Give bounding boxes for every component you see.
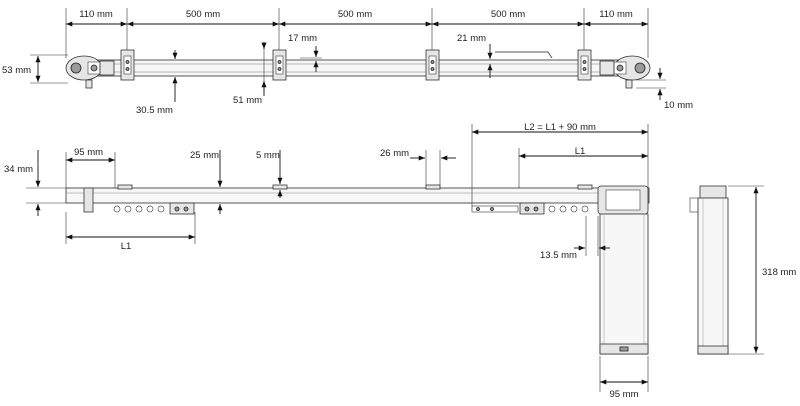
dim-depth: 30.5 mm — [136, 105, 173, 116]
dim-length-left: L1 — [121, 241, 132, 252]
top-extension-lines — [65, 8, 649, 58]
top-bracket-3 — [425, 49, 440, 81]
dim-clip-gap: 5 mm — [256, 150, 280, 161]
dim-end-gap: 10 mm — [664, 100, 693, 111]
motor-body — [599, 213, 649, 355]
dim-span-2: 500 mm — [338, 9, 372, 20]
dim-length-right: L1 — [575, 146, 586, 157]
end-view: 318 mm — [689, 185, 796, 355]
dim-motor-width: 95 mm — [609, 389, 638, 400]
dim-top-gap: 25 mm — [190, 150, 219, 161]
dim-total-length: L2 = L1 + 90 mm — [524, 122, 596, 133]
side-rail — [65, 187, 650, 204]
dim-carrier-offset: 95 mm — [74, 147, 103, 158]
dim-end-left: 110 mm — [79, 9, 113, 20]
side-clip-3 — [425, 184, 441, 190]
dim-span-1: 500 mm — [186, 9, 220, 20]
pull-wand — [495, 51, 553, 59]
top-rail — [85, 59, 639, 77]
side-view: 34 mm 95 mm L1 25 mm — [4, 122, 650, 400]
top-view: 110 mm 500 mm 500 mm 500 mm 110 mm 53 mm — [2, 8, 693, 116]
top-bracket-1 — [120, 49, 135, 81]
dim-motor-height: 318 mm — [762, 267, 796, 278]
end-view-head — [699, 185, 727, 199]
left-end-cap — [65, 55, 115, 89]
dim-bracket-gap: 17 mm — [288, 33, 317, 44]
dim-span-3: 500 mm — [491, 9, 525, 20]
dim-rail-height: 34 mm — [4, 164, 33, 175]
end-view-motor — [697, 197, 729, 355]
left-carriers — [83, 184, 195, 215]
motor-unit — [597, 185, 649, 355]
side-clip-2 — [272, 184, 288, 190]
top-bracket-4 — [577, 49, 592, 81]
right-carriers — [471, 184, 593, 215]
right-end-cap — [599, 55, 651, 89]
dim-bracket-offset: 21 mm — [457, 33, 486, 44]
dim-motor-offset: 13.5 mm — [540, 250, 577, 261]
dim-end-right: 110 mm — [599, 9, 633, 20]
dim-clip-width: 26 mm — [380, 148, 409, 159]
dim-height: 53 mm — [2, 65, 31, 76]
top-bracket-2 — [272, 49, 287, 81]
dim-bracket-width: 51 mm — [233, 95, 262, 106]
